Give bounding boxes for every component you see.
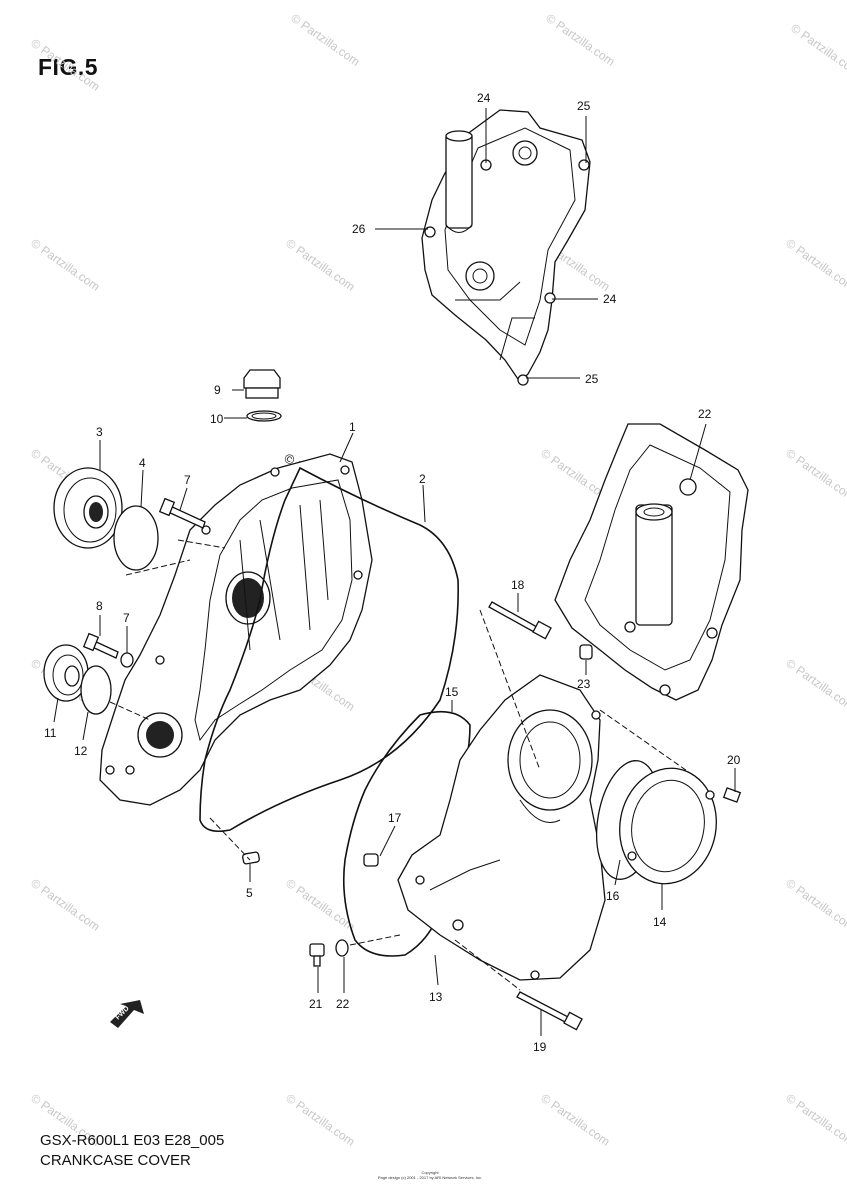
watermark: © Partzilla.com [783,446,847,504]
callout-19: 20 [727,753,741,767]
diagram-name: CRANKCASE COVER [40,1152,191,1169]
watermark: © Partzilla.com [28,876,102,934]
callout-1: 1 [349,420,356,434]
watermark: © Partzilla.com [783,876,847,934]
watermark: © Partzilla.com [283,1091,357,1149]
watermark: © Partzilla.com [283,236,357,294]
generator-cover-illustration [397,674,606,981]
bolt-17-illustration [488,601,552,640]
callout-12: 13 [429,990,443,1004]
cover-gasket-illustration [199,466,459,833]
callout-13: 14 [653,915,667,929]
assembly-guide-lines [109,539,701,991]
callout-5: 5 [246,886,253,900]
watermark: © Partzilla.com [538,1091,612,1149]
callout-26: 26 [352,222,366,236]
plug-10-illustration [43,644,89,702]
plug-3-illustration [53,467,123,549]
watermark: © Partzilla.com [28,36,102,94]
watermark: © Partzilla.com [783,236,847,294]
copyright-note: Copyright Page design (c) 2001 - 2017 by… [360,1170,500,1180]
leader-lines [53,108,736,1036]
callout-6: 7 [123,611,130,625]
inspection-cover-13-illustration [619,767,717,885]
callout-17: 18 [511,578,525,592]
callout-20: 21 [309,997,323,1011]
callout-23: 23 [577,677,591,691]
bolt-19-illustration [722,787,742,803]
washer-21-illustration [335,939,349,957]
callout-labels: 24 25 26 24 25 22 9 10 1 2 3 4 7 8 7 11 … [44,91,741,1054]
bolt-7-lower-illustration [82,632,119,659]
callout-18: 19 [533,1040,547,1054]
bolt-7-upper-illustration [158,497,206,529]
watermark: © Partzilla.com [288,11,362,69]
watermark: © Partzilla.com [543,11,617,69]
dowel-23-illustration [579,644,593,660]
callout-21: 22 [336,997,350,1011]
callout-24: 24 [477,91,491,105]
o-ring-11-illustration [80,665,112,715]
watermark: © Partzilla.com [788,21,847,79]
figure-title: FIG.5 [38,54,99,80]
callout-11: 12 [74,744,88,758]
callout-7: 8 [96,599,103,613]
callout-8: 9 [214,383,221,397]
o-ring-4-illustration [113,505,159,571]
watermark: © Partzilla.com [783,656,847,714]
callout-16: 17 [388,811,402,825]
dowel-5-illustration [242,851,260,865]
sprocket-cover-illustration [421,109,591,386]
callout-10: 11 [44,726,57,740]
callout-25: 25 [585,372,599,386]
callout-15: 16 [606,889,620,903]
diagram-code: GSX-R600L1 E03 E28_005 [40,1132,225,1149]
clutch-side-cover-illustration [554,423,749,701]
callout-25: 25 [577,99,591,113]
oil-filler-cap-illustration [243,369,282,422]
washer-6-illustration [120,652,134,668]
callout-14: 15 [445,685,459,699]
copyright-heading: Copyright [421,1170,439,1175]
callout-7: 7 [184,473,191,487]
bolt-18-illustration [516,991,583,1031]
callout-24: 24 [603,292,617,306]
forward-direction-arrow: FWD [110,1000,144,1028]
copyright-detail: Page design (c) 2001 - 2017 by ARI Netwo… [377,1175,483,1180]
crankcase-cover-illustration [99,453,373,806]
callout-9: 10 [210,412,224,426]
callout-4: 4 [139,456,146,470]
dowel-16-illustration [363,853,379,867]
callout-22: 22 [698,407,712,421]
callout-3: 3 [96,425,103,439]
bolt-20-illustration [309,943,325,967]
watermark: © Partzilla.com [783,1091,847,1149]
callout-2: 2 [419,472,426,486]
watermark: © Partzilla.com [28,236,102,294]
